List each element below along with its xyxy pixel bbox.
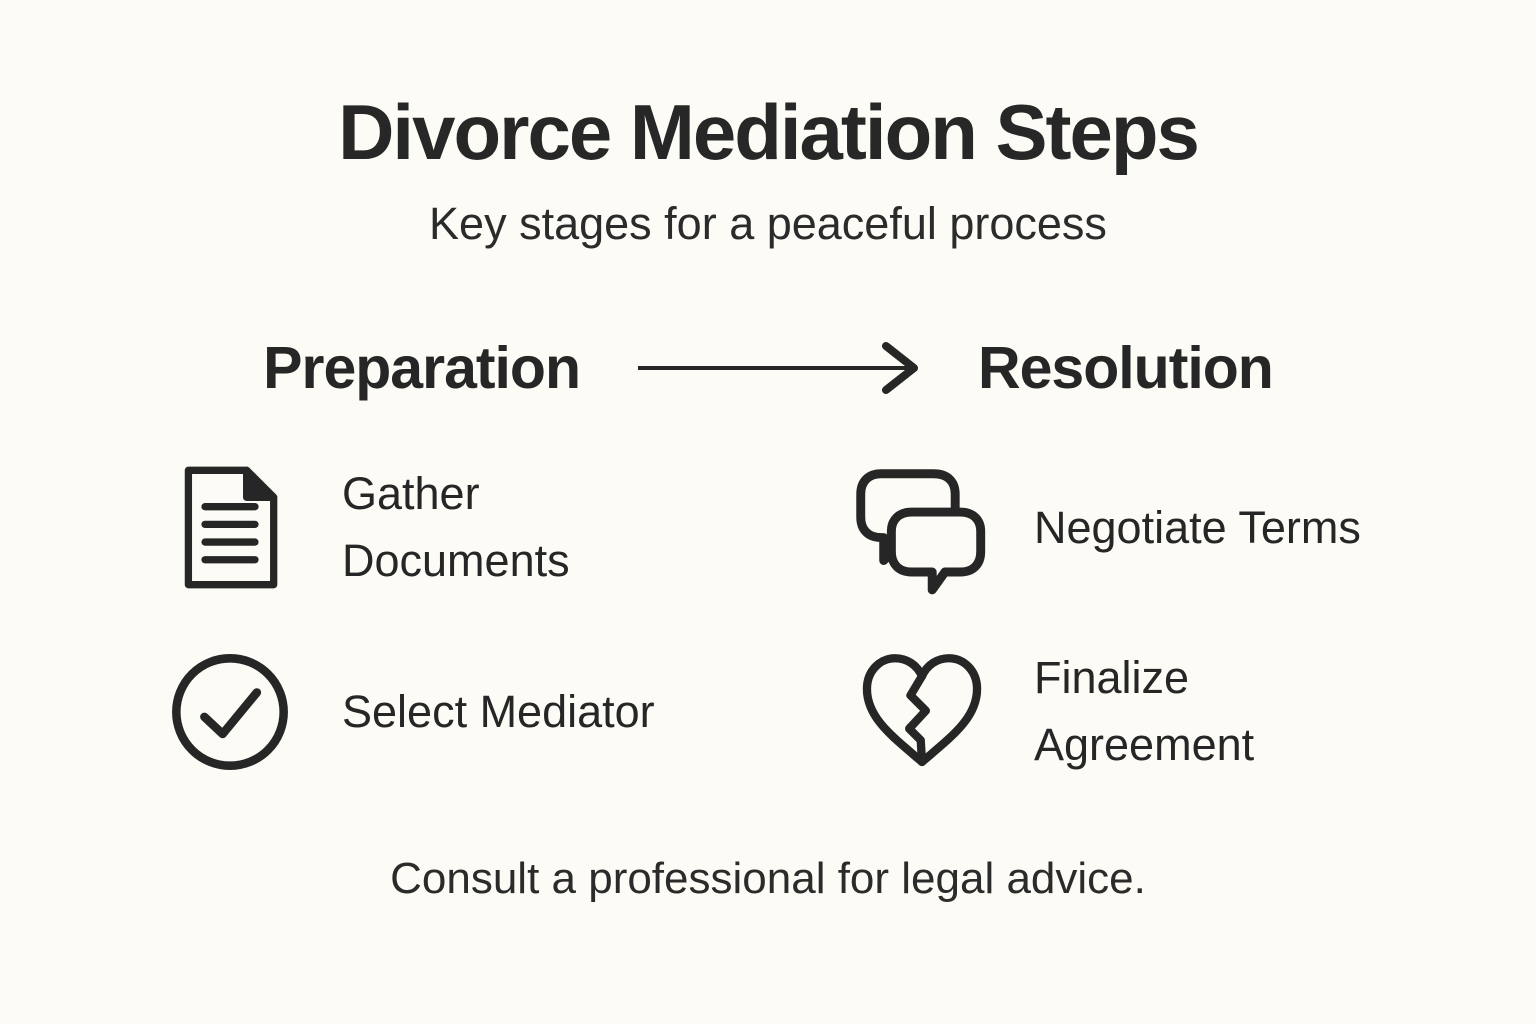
page-title: Divorce Mediation Steps bbox=[338, 88, 1200, 176]
item-label-gather-documents: Gather Documents bbox=[342, 468, 570, 586]
list-item: Negotiate Terms bbox=[854, 460, 1394, 596]
column-preparation: Gather Documents Select Mediator bbox=[142, 460, 702, 828]
document-icon bbox=[162, 460, 298, 596]
list-item: Gather Documents bbox=[162, 460, 702, 596]
stage-row: Preparation Resolution bbox=[0, 334, 1536, 402]
item-label-finalize-agreement: Finalize Agreement bbox=[1034, 652, 1255, 770]
list-item: Select Mediator bbox=[162, 644, 702, 780]
chat-bubbles-icon bbox=[854, 460, 990, 596]
header: Divorce Mediation Steps Key stages for a… bbox=[0, 0, 1536, 250]
item-label-select-mediator: Select Mediator bbox=[342, 685, 655, 737]
stage-heading-resolution: Resolution bbox=[978, 334, 1274, 401]
check-circle-icon bbox=[162, 644, 298, 780]
page-subtitle: Key stages for a peaceful process bbox=[429, 197, 1107, 249]
list-item: Finalize Agreement bbox=[854, 644, 1394, 780]
stage-columns: Gather Documents Select Mediator bbox=[0, 460, 1536, 828]
broken-heart-icon bbox=[854, 644, 990, 780]
stage-heading-preparation: Preparation bbox=[263, 334, 581, 401]
column-resolution: Negotiate Terms Finalize Agreement bbox=[834, 460, 1394, 828]
right-arrow-icon bbox=[634, 336, 924, 400]
item-label-negotiate-terms: Negotiate Terms bbox=[1034, 501, 1361, 553]
disclaimer-text: Consult a professional for legal advice. bbox=[390, 853, 1146, 903]
footer: Consult a professional for legal advice. bbox=[0, 854, 1536, 904]
